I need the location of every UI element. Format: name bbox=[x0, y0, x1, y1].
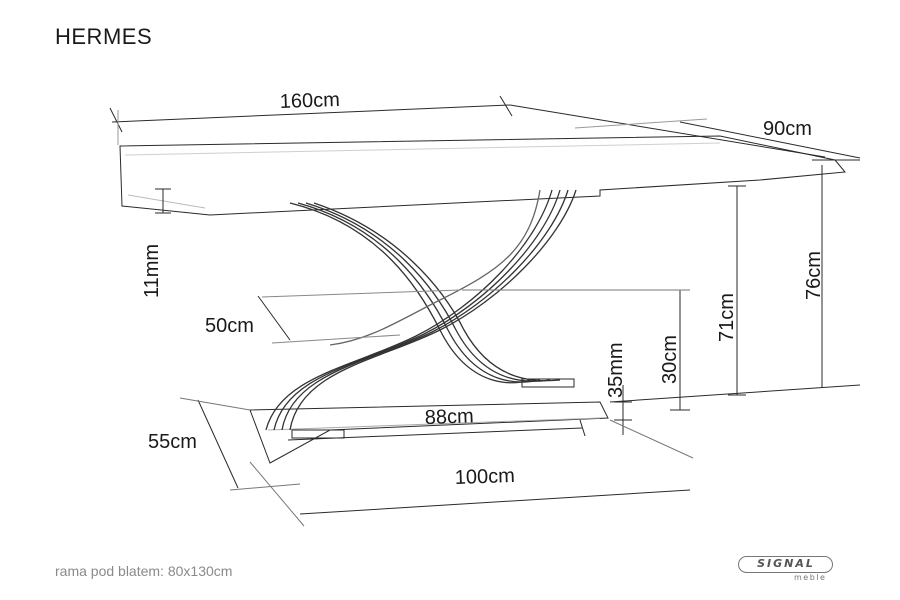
foot-right bbox=[521, 378, 575, 388]
label-frame-height: 71cm bbox=[716, 293, 738, 342]
dim-top-length-line bbox=[109, 95, 513, 145]
label-top-length: 160cm bbox=[279, 89, 340, 113]
base-plate bbox=[249, 401, 609, 464]
label-top-thickness: 11mm bbox=[141, 244, 163, 298]
label-top-depth: 90cm bbox=[763, 118, 812, 140]
crossed-legs bbox=[265, 189, 577, 431]
dim-base-thickness-line bbox=[614, 385, 632, 435]
label-base-thickness: 35mm bbox=[605, 342, 627, 398]
dim-base-inner-length-line bbox=[287, 419, 586, 441]
label-base-inner-length: 88cm bbox=[424, 405, 474, 429]
dim-base-depth-line bbox=[179, 397, 301, 491]
label-base-depth: 55cm bbox=[148, 431, 197, 453]
dim-base-length-line bbox=[249, 419, 694, 527]
product-title: HERMES bbox=[55, 24, 153, 49]
dim-leg-height-line bbox=[462, 289, 690, 411]
frame-footnote: rama pod blatem: 80x130cm bbox=[55, 563, 233, 579]
label-base-length: 100cm bbox=[454, 465, 515, 489]
dim-total-height-line bbox=[609, 159, 861, 403]
label-total-height: 76cm bbox=[803, 251, 825, 300]
dim-frame-height-line bbox=[728, 185, 746, 396]
foot-left bbox=[291, 429, 345, 439]
table-top bbox=[119, 135, 846, 216]
logo-oval bbox=[738, 556, 833, 573]
label-leg-depth: 50cm bbox=[205, 315, 254, 337]
dim-leg-depth-line bbox=[257, 289, 461, 344]
brand-name: SIGNAL bbox=[757, 557, 815, 570]
label-leg-height: 30cm bbox=[659, 335, 681, 384]
dim-top-thickness-line bbox=[155, 188, 171, 214]
brand-logo: SIGNAL meble bbox=[738, 556, 833, 582]
dim-top-depth-line bbox=[509, 104, 861, 159]
brand-sub: meble bbox=[794, 573, 827, 582]
